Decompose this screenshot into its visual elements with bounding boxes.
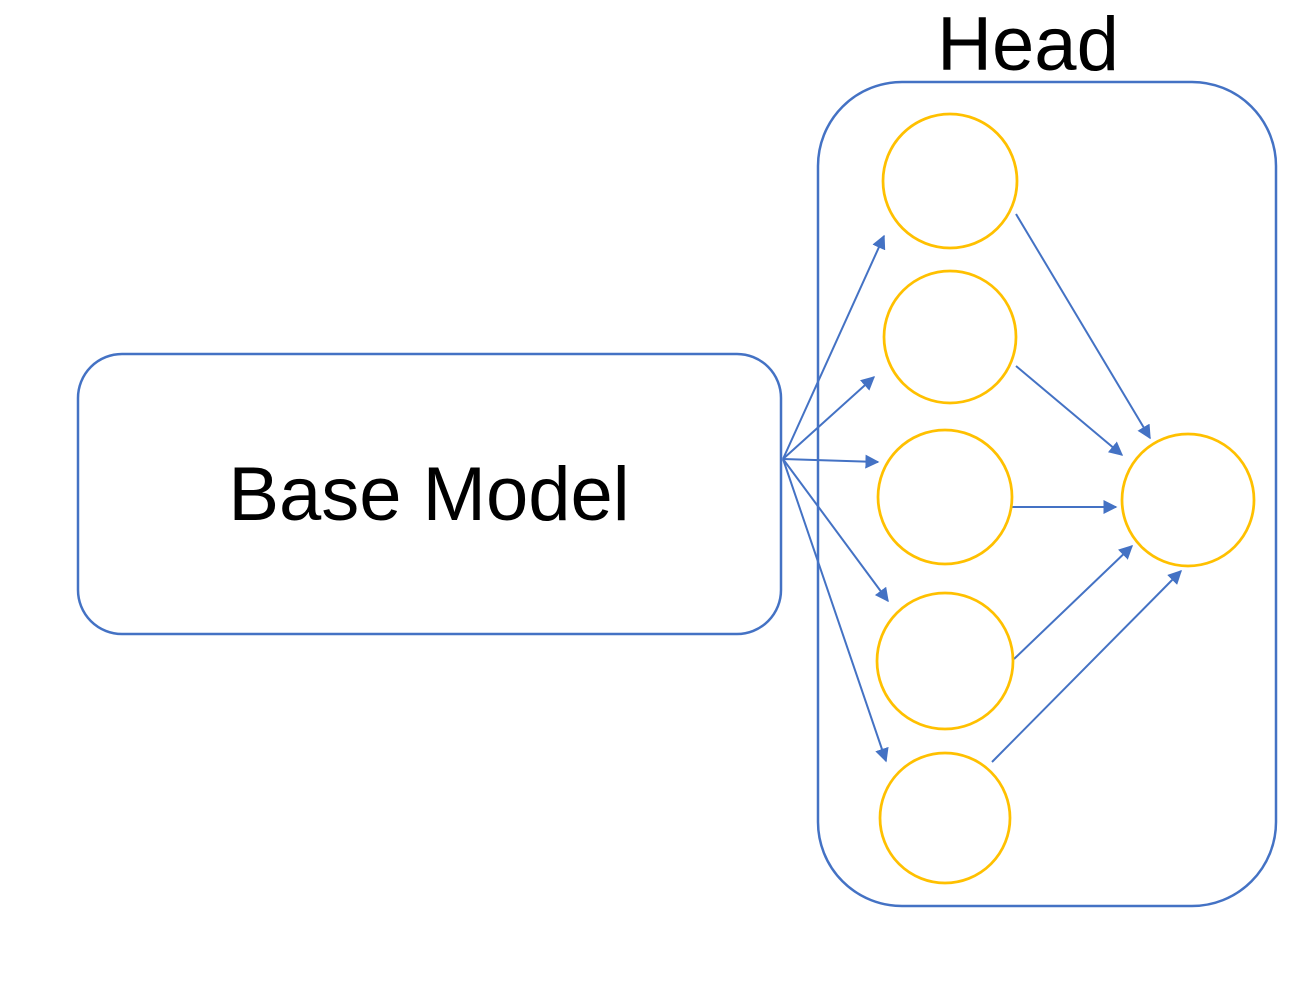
edge-base-to-hidden-1 bbox=[782, 234, 886, 460]
hidden-node-4 bbox=[875, 591, 1015, 731]
edge-hidden-1-to-output bbox=[1015, 213, 1151, 440]
head-title: Head bbox=[937, 2, 1119, 87]
output-node bbox=[1120, 432, 1256, 568]
hidden-node-5 bbox=[878, 751, 1012, 885]
edge-base-to-hidden-4 bbox=[782, 458, 889, 603]
edge-base-to-hidden-3 bbox=[782, 454, 880, 469]
hidden-node-2 bbox=[882, 269, 1018, 405]
edge-hidden-4-to-output bbox=[1013, 545, 1134, 660]
base-model-label: Base Model bbox=[228, 452, 629, 537]
edge-base-to-hidden-5 bbox=[782, 458, 889, 763]
base-model-box bbox=[76, 352, 783, 636]
edge-hidden-5-to-output bbox=[991, 570, 1182, 763]
edge-hidden-2-to-output bbox=[1015, 365, 1124, 456]
hidden-node-1 bbox=[881, 112, 1019, 250]
edge-base-to-hidden-2 bbox=[782, 376, 876, 460]
hidden-node-3 bbox=[876, 428, 1014, 566]
